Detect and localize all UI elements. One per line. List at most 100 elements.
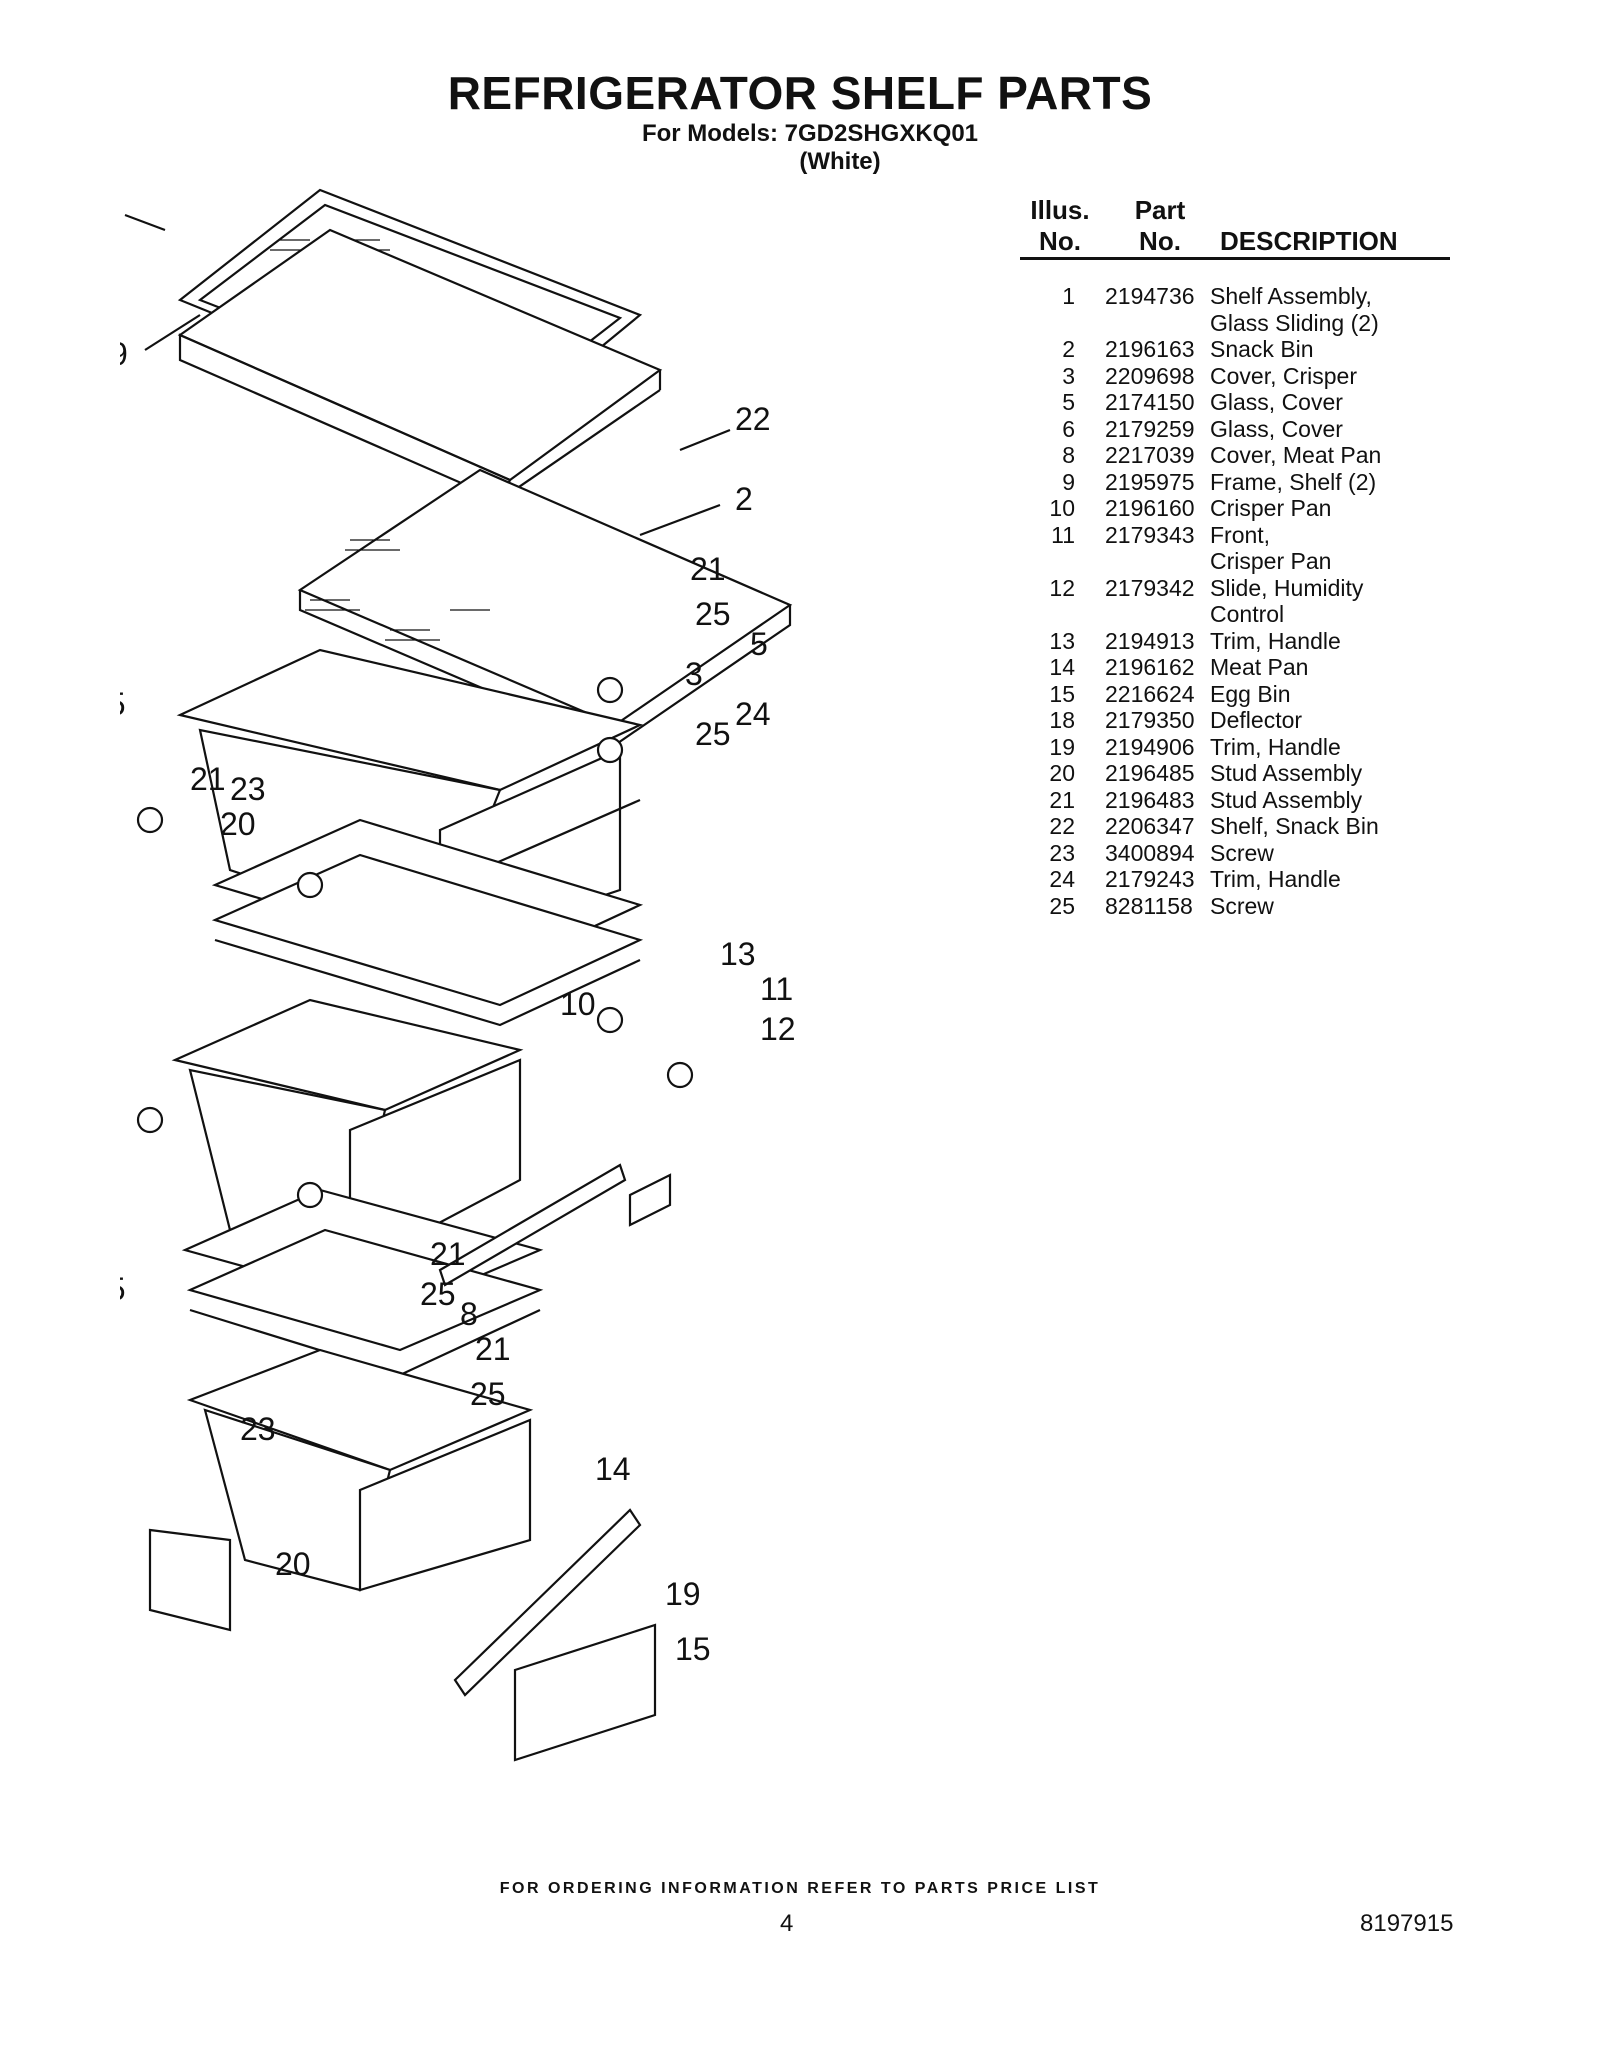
illus-number: 9 <box>1062 468 1075 495</box>
part-description: Frame, Shelf (2) <box>1210 468 1377 495</box>
part-description: Screw <box>1210 839 1274 866</box>
header-rule <box>1020 257 1450 260</box>
crisper-front-drawing <box>628 1173 672 1227</box>
callout-label: 23 <box>230 771 266 807</box>
callout-label: 21 <box>190 761 226 797</box>
part-number: 2206347 <box>1105 813 1195 839</box>
illus-number: 18 <box>1049 707 1075 733</box>
callout-label: 22 <box>735 401 771 437</box>
callout-label: 21 <box>430 1236 466 1272</box>
part-header-line2: No. <box>1139 226 1181 256</box>
stud-drawing <box>296 871 324 899</box>
callout-label: 25 <box>470 1376 506 1412</box>
stud-drawing <box>596 736 624 764</box>
illus-number: 22 <box>1049 813 1075 839</box>
models-label: For Models: 7GD2SHGXKQ01 (White) <box>620 120 1000 176</box>
callout-label: 20 <box>275 1546 311 1582</box>
callout-labels: 1 9 22 2 24 5 3 21 25 21 25 25 21 23 20 … <box>120 213 796 1667</box>
table-row: 10 2196160 Crisper Pan <box>1020 495 1450 522</box>
exploded-parts-diagram: 1 9 22 2 24 5 3 21 25 21 25 25 21 23 20 … <box>120 188 796 1762</box>
illus-number: 24 <box>1049 866 1075 892</box>
callout-label: 10 <box>560 986 596 1022</box>
stud-drawing <box>666 1061 694 1089</box>
part-number: 2179350 <box>1105 707 1195 733</box>
color-line: (White) <box>799 148 881 175</box>
callout-label: 25 <box>120 686 126 722</box>
part-number: 2196163 <box>1105 336 1195 362</box>
illus-number: 10 <box>1049 495 1075 521</box>
part-number: 2194906 <box>1105 733 1195 760</box>
part-number: 2217039 <box>1105 442 1195 468</box>
callout-label: 25 <box>695 596 731 632</box>
handle-trim-lower-drawing <box>453 1508 642 1697</box>
table-row: 21 2196483 Stud Assembly <box>1020 787 1450 814</box>
callout-label: 25 <box>695 716 731 752</box>
callout-label: 12 <box>760 1011 796 1047</box>
part-description: Glass, Cover <box>1210 389 1343 415</box>
illus-number: 20 <box>1049 760 1075 786</box>
illus-header-line1: Illus. <box>1030 195 1090 225</box>
part-number: 2196160 <box>1105 495 1195 521</box>
table-row: 22 2206347 Shelf, Snack Bin <box>1020 813 1450 840</box>
part-description: Stud Assembly <box>1210 786 1363 813</box>
deflector-drawing <box>148 1528 232 1632</box>
stud-drawing <box>596 676 624 704</box>
models-line: For Models: 7GD2SHGXKQ01 <box>641 120 979 147</box>
callout-label: 9 <box>120 336 128 372</box>
part-number: 2216624 <box>1105 680 1195 707</box>
part-description: Crisper Pan <box>1210 495 1332 521</box>
meat-pan-drawing <box>186 1348 534 1592</box>
part-header: Part No. <box>1115 195 1205 257</box>
stud-drawing <box>136 1106 164 1134</box>
part-description: Shelf Assembly, Glass Sliding (2) <box>1210 283 1379 336</box>
part-description: Stud Assembly <box>1210 760 1363 786</box>
part-number: 2195975 <box>1105 468 1195 495</box>
callout-label: 25 <box>420 1276 456 1312</box>
handle-trim-drawing <box>438 1163 627 1287</box>
part-description: Cover, Meat Pan <box>1210 442 1382 468</box>
page-title: REFRIGERATOR SHELF PARTS <box>447 67 1153 119</box>
part-description: Slide, Humidity Control <box>1210 574 1364 628</box>
illus-number: 15 <box>1049 680 1075 707</box>
illus-number: 2 <box>1062 336 1075 362</box>
part-header-line1: Part <box>1134 195 1186 225</box>
callout-label: 5 <box>750 626 768 662</box>
part-description: Egg Bin <box>1210 680 1291 707</box>
callout-label: 15 <box>675 1631 711 1667</box>
stud-drawing <box>596 1006 624 1034</box>
illus-header: Illus. No. <box>1020 195 1100 257</box>
illus-number: 5 <box>1062 389 1075 415</box>
part-number: 2196162 <box>1105 654 1195 680</box>
description-header: DESCRIPTION <box>1220 226 1398 256</box>
callout-label: 23 <box>240 1411 276 1447</box>
part-description: Shelf, Snack Bin <box>1210 813 1379 839</box>
part-description: Glass, Cover <box>1210 415 1343 442</box>
callout-label: 24 <box>735 696 771 732</box>
illus-number: 21 <box>1049 786 1075 813</box>
callout-label: 20 <box>220 806 256 842</box>
part-number: 2209698 <box>1105 362 1195 389</box>
part-description: Front, Crisper Pan <box>1210 521 1332 575</box>
part-number: 2179259 <box>1105 415 1195 442</box>
part-number: 8281158 <box>1105 892 1193 919</box>
part-number: 2196483 <box>1105 786 1195 813</box>
illus-number: 14 <box>1049 654 1075 680</box>
callout-label: 18 <box>120 1496 121 1532</box>
callout-label: 25 <box>120 1271 126 1307</box>
part-description: Snack Bin <box>1210 336 1314 362</box>
callout-label: 3 <box>685 656 703 692</box>
illus-header-line2: No. <box>1039 226 1081 256</box>
callout-label: 8 <box>460 1296 478 1332</box>
illus-number: 19 <box>1049 733 1075 760</box>
callout-label: 11 <box>760 971 793 1007</box>
